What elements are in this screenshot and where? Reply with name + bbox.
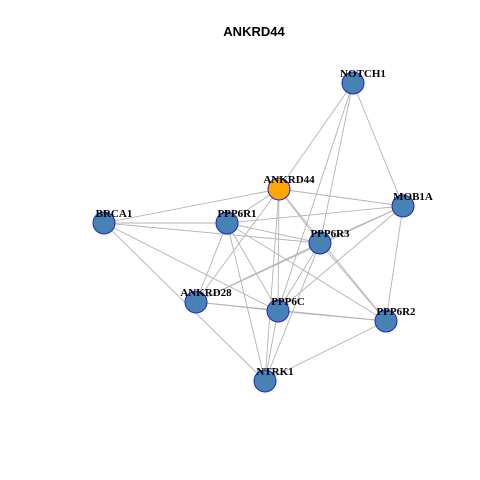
node-label-ankrd28: ANKRD28: [180, 287, 232, 299]
node-ppp6r1[interactable]: PPP6R1: [215, 208, 257, 235]
edge-ppp6c-ntrk1: [264, 310, 279, 382]
node-label-notch1: NOTCH1: [340, 68, 386, 80]
diagram-title: ANKRD44: [223, 24, 285, 39]
node-label-ppp6r3: PPP6R3: [310, 228, 350, 240]
node-circle-notch1[interactable]: [341, 71, 365, 95]
node-label-ppp6r1: PPP6R1: [217, 208, 256, 220]
edge-ppp6r1-ppp6r3: [226, 222, 321, 244]
edge-ppp6r3-ankrd28: [195, 242, 321, 303]
node-label-ppp6c: PPP6C: [271, 296, 305, 308]
edge-ppp6r1-ppp6r2: [226, 222, 387, 322]
edge-ankrd44-ppp6r2: [278, 188, 387, 322]
node-circle-ppp6r1[interactable]: [215, 211, 239, 235]
edge-ppp6r1-ppp6c: [226, 222, 279, 312]
edge-ankrd44-mob1a: [278, 188, 404, 207]
edge-notch1-mob1a: [352, 82, 404, 207]
edge-ppp6c-ppp6r2: [277, 310, 387, 322]
edge-brca1-ppp6c: [103, 222, 279, 312]
node-circle-ppp6c[interactable]: [266, 299, 290, 323]
edge-ankrd44-ppp6c: [277, 188, 280, 312]
edge-notch1-ppp6r3: [319, 82, 354, 244]
node-notch1[interactable]: NOTCH1: [340, 68, 386, 95]
edge-ppp6r2-ntrk1: [264, 320, 387, 382]
edge-ankrd44-ntrk1: [264, 188, 280, 382]
edge-ankrd44-notch1: [278, 82, 354, 190]
edge-ppp6r3-ppp6c: [277, 242, 321, 312]
node-label-mob1a: MOB1A: [393, 191, 433, 203]
edge-ppp6r1-ntrk1: [226, 222, 266, 382]
node-circle-ppp6r2[interactable]: [374, 309, 398, 333]
node-ppp6r2[interactable]: PPP6R2: [374, 306, 416, 333]
node-ntrk1[interactable]: NTRK1: [253, 366, 294, 393]
node-circle-mob1a[interactable]: [391, 194, 415, 218]
edge-notch1-ppp6c: [277, 82, 354, 312]
node-label-brca1: BRCA1: [96, 208, 133, 220]
node-label-ankrd44: ANKRD44: [263, 174, 315, 186]
edge-ankrd44-ankrd28: [195, 188, 280, 303]
edge-mob1a-ppp6c: [277, 205, 404, 312]
node-circle-brca1[interactable]: [92, 211, 116, 235]
node-circle-ankrd28[interactable]: [184, 290, 208, 314]
node-label-ntrk1: NTRK1: [256, 366, 293, 378]
edge-mob1a-ppp6r1: [226, 205, 404, 224]
node-circle-ankrd44[interactable]: [267, 177, 291, 201]
edge-ankrd44-brca1: [103, 188, 280, 224]
node-brca1[interactable]: BRCA1: [92, 208, 133, 235]
edges-layer: [103, 82, 404, 382]
node-mob1a[interactable]: MOB1A: [391, 191, 433, 218]
node-ppp6r3[interactable]: PPP6R3: [308, 228, 350, 255]
node-ankrd44[interactable]: ANKRD44: [263, 174, 315, 201]
node-circle-ntrk1[interactable]: [253, 369, 277, 393]
edge-ppp6r3-ppp6r2: [319, 242, 387, 322]
edge-brca1-ppp6r3: [103, 222, 321, 244]
node-label-ppp6r2: PPP6R2: [376, 306, 416, 318]
node-circle-ppp6r3[interactable]: [308, 231, 332, 255]
edge-mob1a-ppp6r2: [385, 205, 404, 322]
node-ankrd28[interactable]: ANKRD28: [180, 287, 232, 314]
node-ppp6c[interactable]: PPP6C: [266, 296, 305, 323]
edge-ppp6r1-ankrd28: [195, 222, 228, 303]
